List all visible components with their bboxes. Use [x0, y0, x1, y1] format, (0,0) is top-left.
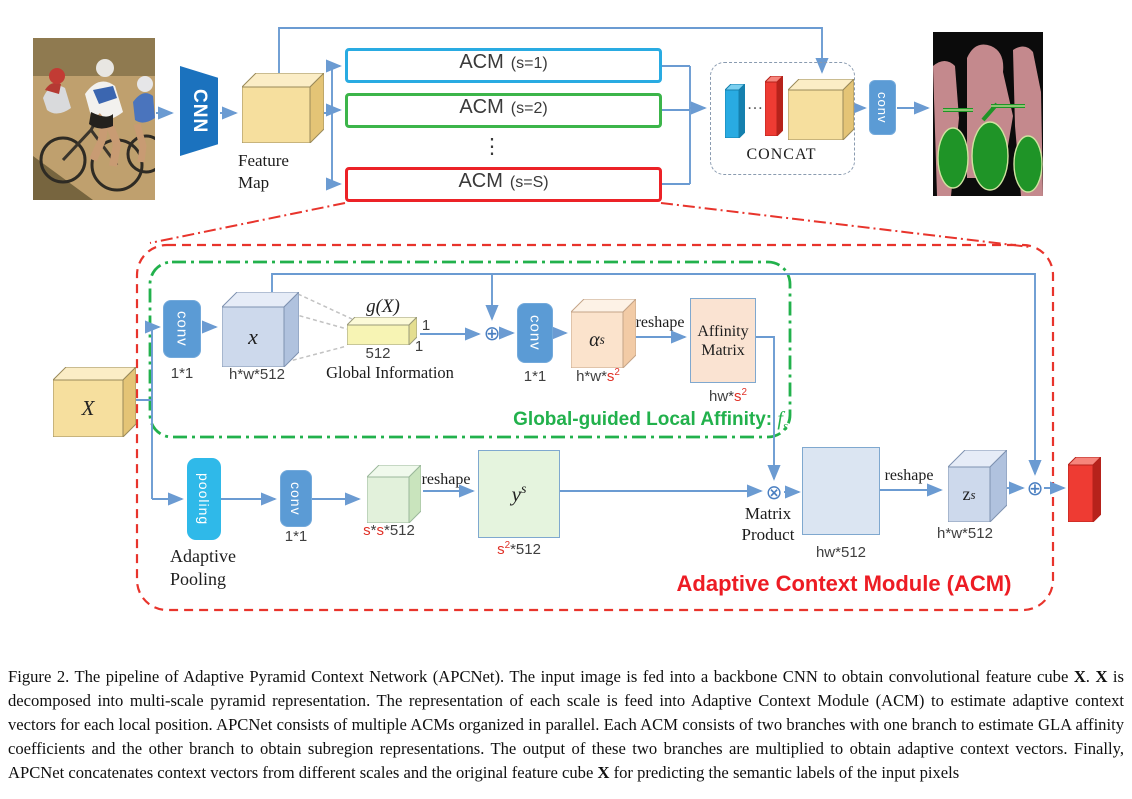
g-dim-512: 512 [365, 345, 391, 362]
adaptive-pooling-label: Adaptive Pooling [170, 546, 236, 589]
conv2-label: conv [526, 315, 544, 351]
acm-s1-scale: (s=1) [510, 55, 548, 72]
add-op-final: ⊕ [1026, 476, 1044, 500]
ys-dims: s2*512 [497, 540, 541, 558]
acm-dashed-border [135, 243, 1055, 612]
x-feature-dims: h*w*512 [229, 366, 285, 383]
pooling-block: pooling [187, 458, 221, 540]
conv2-block: conv [517, 303, 553, 363]
acm-row-sS: ACM (s=S) [345, 167, 662, 202]
concat-red-slab [765, 76, 783, 136]
reshape-label-3: reshape [884, 467, 934, 484]
pooling-label: pooling [196, 472, 212, 526]
acm-s2-label: ACM [459, 96, 504, 118]
g-slab [347, 317, 417, 345]
gla-dashdot-border [148, 260, 792, 439]
matmul-op: ⊗ [765, 480, 783, 504]
acm-rows-vdots: ⋮ [481, 134, 503, 158]
x-feature-label: x [248, 324, 258, 349]
conv3-label: conv [288, 481, 304, 516]
conv1-kernel: 1*1 [170, 365, 194, 382]
subregion-dims: s*s*512 [363, 522, 415, 539]
subregion-cube [367, 465, 421, 523]
feature-map-label: Feature Map [238, 151, 289, 192]
x-feature-cube [222, 292, 299, 367]
acm-s2-scale: (s=2) [510, 100, 548, 117]
concat-label: CONCAT [746, 146, 817, 163]
x-input-label: X [81, 396, 95, 420]
reshape-label-2: reshape [421, 471, 471, 488]
global-information-label: Global Information [326, 363, 454, 382]
add-op-gla: ⊕ [483, 321, 501, 345]
z-cube [948, 450, 1007, 522]
hw-dims: hw*512 [815, 544, 867, 561]
figure-caption: Figure 2. The pipeline of Adaptive Pyram… [8, 666, 1125, 782]
cnn-label: CNN [189, 88, 210, 134]
g-dim-one-top: 1 [421, 317, 431, 334]
concat-cube [788, 79, 854, 140]
input-photo [33, 38, 155, 200]
conv3-block: conv [280, 470, 312, 527]
alpha-cube [571, 299, 636, 368]
concat-group-box [710, 62, 855, 175]
concat-blue-slab [725, 84, 745, 138]
conv-head-block: conv [869, 80, 896, 135]
concat-dots: … [747, 96, 763, 113]
reshape-label-1: reshape [635, 314, 685, 331]
alpha-dims: h*w*s2 [576, 367, 620, 385]
ys-box: ys [478, 450, 560, 538]
conv1-block: conv [163, 300, 201, 358]
x-input-cube [53, 367, 136, 437]
conv-head-label: conv [875, 91, 890, 124]
acm-sS-label: ACM [458, 170, 503, 192]
z-dims: h*w*512 [937, 525, 993, 542]
acm-row-s2: ACM (s=2) [345, 93, 662, 128]
conv1-label: conv [173, 311, 191, 347]
g-dim-one-bot: 1 [414, 338, 424, 355]
cnn-block: CNN [180, 66, 218, 156]
conv3-kernel: 1*1 [284, 528, 308, 545]
feature-map-cube [242, 73, 324, 143]
acm-output-slab [1068, 457, 1101, 522]
conv2-kernel: 1*1 [523, 368, 547, 385]
acm-row-s1: ACM (s=1) [345, 48, 662, 83]
segmentation-output [933, 32, 1043, 196]
affinity-matrix-box: Affinity Matrix [690, 298, 756, 383]
hw-box [802, 447, 880, 535]
g-label: g(X) [366, 296, 400, 317]
matrix-product-label: Matrix Product [741, 504, 795, 544]
acm-sS-scale: (s=S) [509, 174, 549, 191]
caption-text: Figure 2. The pipeline of Adaptive Pyram… [8, 666, 1074, 686]
gla-title: Global-guided Local Affinity: fs [513, 408, 788, 433]
acm-module-title: Adaptive Context Module (ACM) [676, 571, 1012, 596]
acm-s1-label: ACM [459, 51, 504, 73]
expansion-line-right [660, 202, 1031, 248]
expansion-line-left [149, 202, 346, 244]
affinity-dims: hw*s2 [708, 387, 747, 405]
